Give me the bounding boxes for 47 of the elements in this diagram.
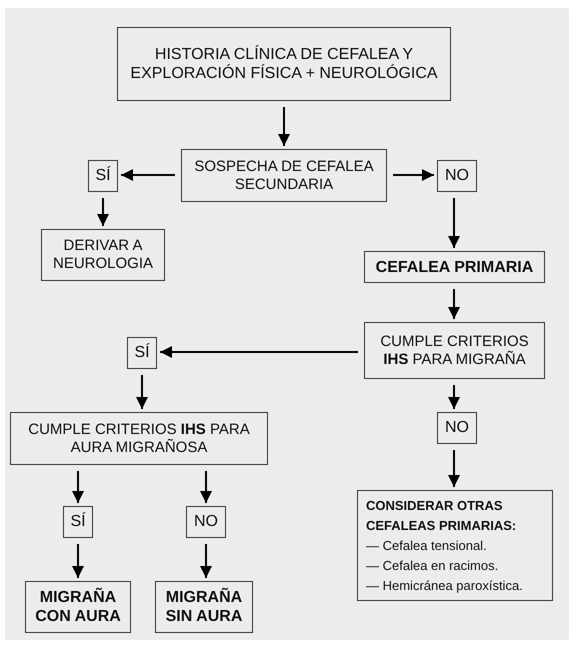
- process-box: [364, 251, 545, 283]
- arrow: [72, 544, 84, 578]
- arrow: [72, 471, 84, 503]
- arrow: [160, 346, 358, 358]
- box-text: MIGRAÑA SIN AURA: [164, 588, 244, 626]
- process-box: [117, 27, 451, 101]
- arrow: [200, 471, 212, 503]
- process-box: [357, 490, 553, 601]
- answer-box: [88, 160, 118, 192]
- list-item-text: — Hemicránea paroxística.: [366, 576, 523, 595]
- answer-box: [437, 412, 477, 444]
- box-text: SÍ: [70, 511, 86, 532]
- process-box: [155, 581, 253, 633]
- arrow: [200, 544, 212, 578]
- box-text: MIGRAÑA CON AURA: [34, 588, 122, 626]
- arrow: [448, 450, 460, 487]
- box-text: NO: [194, 512, 218, 532]
- box-text: CUMPLE CRITERIOS IHS PARA AURA MIGRAÑOSA: [27, 420, 251, 456]
- box-text: SOSPECHA DE CEFALEA SECUNDARIA: [193, 158, 375, 194]
- process-box: [10, 412, 268, 465]
- box-text: SÍ: [95, 165, 111, 186]
- answer-box: [127, 337, 157, 369]
- box-text: HISTORIA CLÍNICA DE CEFALEA Y EXPLORACIÓN FÍSICA + NEUROLÓGICA: [129, 45, 439, 83]
- box-text: NO: [445, 166, 469, 186]
- list-item-text: — Cefalea tensional.: [366, 536, 487, 554]
- arrow: [136, 375, 148, 409]
- process-box: [25, 581, 131, 633]
- arrow: [448, 198, 460, 248]
- answer-box: [186, 506, 226, 538]
- answer-box: [63, 506, 93, 538]
- box-text: CONSIDERAR OTRAS CEFALEAS PRIMARIAS:: [366, 496, 518, 534]
- arrow: [97, 198, 109, 226]
- list-item-text: — Cefalea en racimos.: [366, 556, 498, 574]
- arrow: [448, 289, 460, 319]
- arrow: [121, 169, 175, 181]
- process-box: [181, 149, 387, 202]
- box-text: NO: [445, 418, 469, 438]
- arrow: [393, 169, 434, 181]
- box-text: DERIVAR A NEUROLOGIA: [52, 237, 154, 273]
- process-box: [364, 322, 545, 379]
- answer-box: [437, 160, 477, 192]
- process-box: [41, 229, 165, 281]
- box-text: SÍ: [134, 342, 150, 363]
- arrow: [448, 385, 460, 409]
- box-text: CUMPLE CRITERIOS IHS PARA MIGRAÑA: [379, 332, 530, 368]
- arrow: [278, 107, 290, 146]
- box-text: CEFALEA PRIMARIA: [376, 258, 534, 276]
